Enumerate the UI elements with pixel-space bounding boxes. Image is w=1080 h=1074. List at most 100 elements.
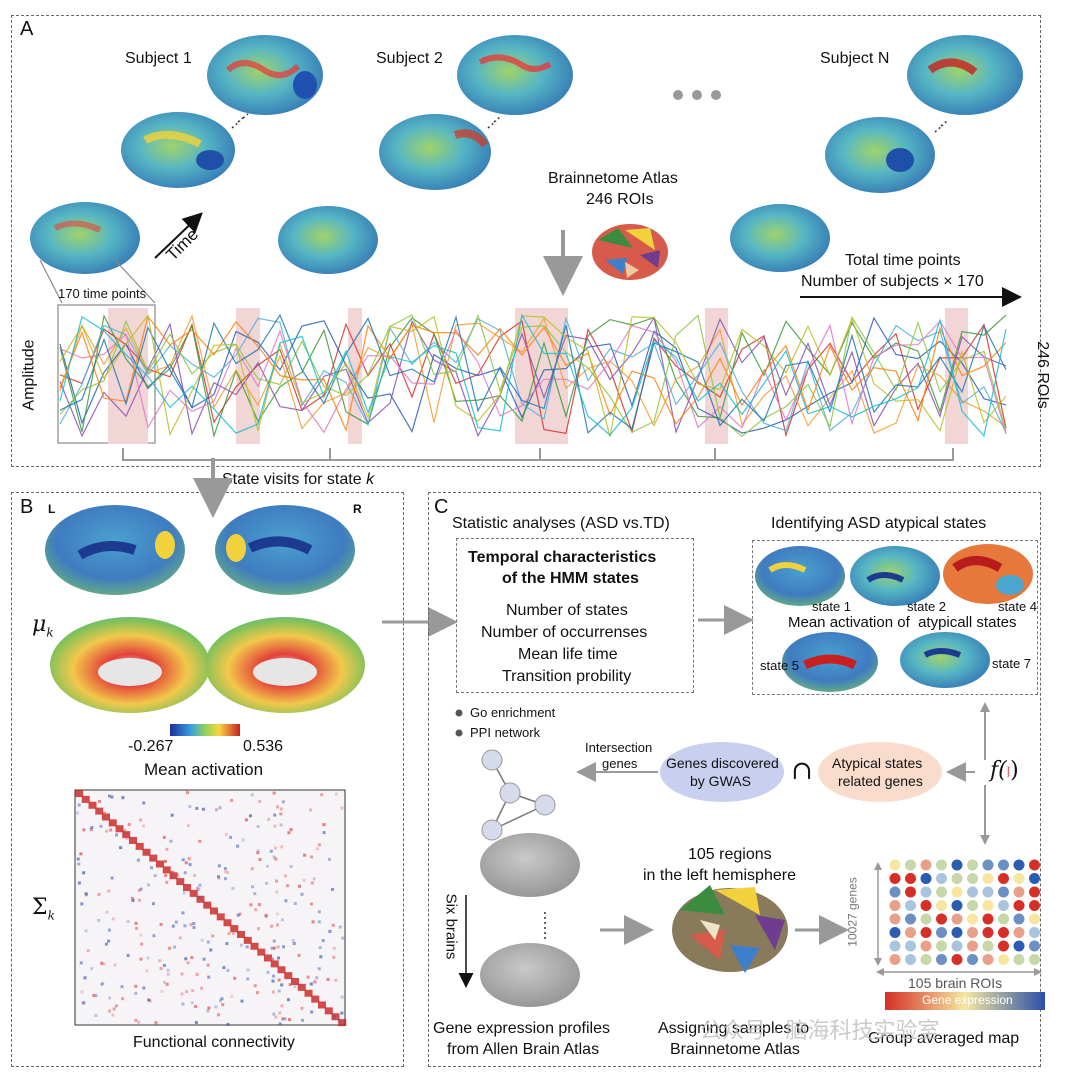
atlas-label-2: 246 ROIs: [586, 191, 654, 208]
mean-activation-label: Mean activation: [144, 760, 264, 779]
gene-dot: [936, 954, 947, 965]
gene-dot: [998, 886, 1009, 898]
gene-dot: [951, 940, 963, 952]
atypical-genes-label-1: Atypical states: [832, 755, 923, 771]
gene-dot: [982, 873, 994, 884]
roi-timeseries-line: [59, 320, 1007, 435]
gene-dot: [967, 900, 978, 911]
subject-1-label: Subject 1: [125, 50, 192, 67]
intersection-label-1: Intersection: [585, 740, 653, 755]
regions-label-2: in the left hemisphere: [643, 867, 796, 884]
gene-dot: [889, 859, 901, 871]
subject-n-label: Subject N: [820, 50, 890, 67]
gene-dot: [1013, 927, 1025, 938]
state-2-label: state 2: [907, 599, 947, 614]
gene-dot: [889, 900, 901, 911]
ellipsis-dot: [692, 90, 702, 100]
six-brains-label: Six brains: [442, 893, 460, 960]
gene-dot: [1013, 954, 1025, 965]
gene-dot: [967, 859, 978, 871]
gene-dot: [982, 859, 994, 871]
gene-dot: [967, 886, 978, 898]
gene-dot: [998, 940, 1009, 952]
gene-dot: [889, 886, 901, 898]
gene-dot: [889, 940, 901, 952]
gene-dot: [1029, 873, 1040, 884]
network-node: [481, 819, 503, 841]
gene-dot: [1029, 927, 1040, 938]
panel-b-graphics: [45, 458, 365, 1027]
atypical-genes-oval: [818, 742, 942, 802]
panel-c-letter: C: [434, 496, 449, 518]
gene-dot: [1029, 913, 1040, 925]
gene-dot: [951, 873, 963, 884]
subject-2-label: Subject 2: [376, 50, 443, 67]
gene-dot: [998, 873, 1009, 884]
gene-dot: [951, 900, 963, 911]
ellipsis-dot: [673, 90, 683, 100]
gene-dot: [1029, 886, 1040, 898]
gep-label-2: from Allen Brain Atlas: [447, 1041, 600, 1058]
mu-sub: k: [46, 625, 54, 640]
time-points-label: 170 time points: [58, 286, 147, 301]
roi-timeseries-line: [59, 315, 1007, 433]
f-open: f(: [990, 758, 1007, 783]
gene-dot: [1029, 954, 1040, 965]
gene-dot: [905, 927, 916, 938]
state-5-label: state 5: [760, 658, 800, 673]
gene-dot: [967, 954, 978, 965]
temporal-title-1: Temporal characteristics: [468, 549, 657, 566]
roi-timeseries-line: [59, 313, 1007, 438]
temporal-title-2: of the HMM states: [502, 570, 639, 587]
sigma-char: Σ: [32, 895, 48, 920]
gene-dot: [905, 900, 916, 911]
gene-dot: [967, 873, 978, 884]
atlas-brain-icon: [592, 224, 668, 280]
rois-axis-label: 105 brain ROIs: [908, 975, 1003, 991]
gene-expression-label: Gene expression: [922, 993, 1013, 1007]
gene-dot: [920, 886, 932, 898]
gene-dot: [936, 940, 947, 952]
ellipsis-dot: [711, 90, 721, 100]
roi-timeseries-line: [59, 314, 1007, 439]
network-node: [534, 794, 556, 816]
gene-dot: [905, 886, 916, 898]
gene-dot: [1013, 873, 1025, 884]
stat-title: Statistic analyses (ASD vs.TD): [452, 515, 670, 532]
time-arrow: [154, 212, 203, 259]
state-k: k: [366, 471, 375, 488]
gene-dot: [998, 927, 1009, 938]
cbar-max: 0.536: [243, 738, 284, 755]
gene-dot: [982, 913, 994, 925]
gene-dot: [951, 859, 963, 871]
f-function: f(⧘): [990, 758, 1019, 783]
gene-dot: [998, 954, 1009, 965]
metric-3: Mean life time: [518, 646, 618, 663]
gene-dot: [982, 886, 994, 898]
colorbar: [170, 724, 240, 736]
subject-n-brains: [730, 35, 1023, 272]
metric-1: Number of states: [506, 602, 628, 619]
gene-dot: [920, 900, 932, 911]
regions-label-1: 105 regions: [688, 846, 772, 863]
subject-1-brains: [30, 35, 323, 274]
gene-dot: [920, 859, 932, 871]
gene-dot: [920, 873, 932, 884]
mu-brain-right: [215, 505, 355, 595]
allen-brain-1: [480, 833, 580, 897]
timeseries-plot: [59, 308, 1007, 461]
gene-dot: [936, 913, 947, 925]
metric-2: Number of occurrenses: [481, 624, 648, 641]
network-node: [481, 749, 503, 771]
gene-dot: [998, 913, 1009, 925]
gene-dot: [1013, 859, 1025, 871]
assign-label-2: Brainnetome Atlas: [670, 1041, 800, 1058]
gene-dot: [936, 873, 947, 884]
panel-a: [11, 15, 1041, 467]
gene-dot: [905, 913, 916, 925]
gene-dot: [1013, 886, 1025, 898]
atlas-label-1: Brainnetome Atlas: [548, 170, 678, 187]
gene-dot: [1029, 859, 1040, 871]
gene-dot: [967, 913, 978, 925]
